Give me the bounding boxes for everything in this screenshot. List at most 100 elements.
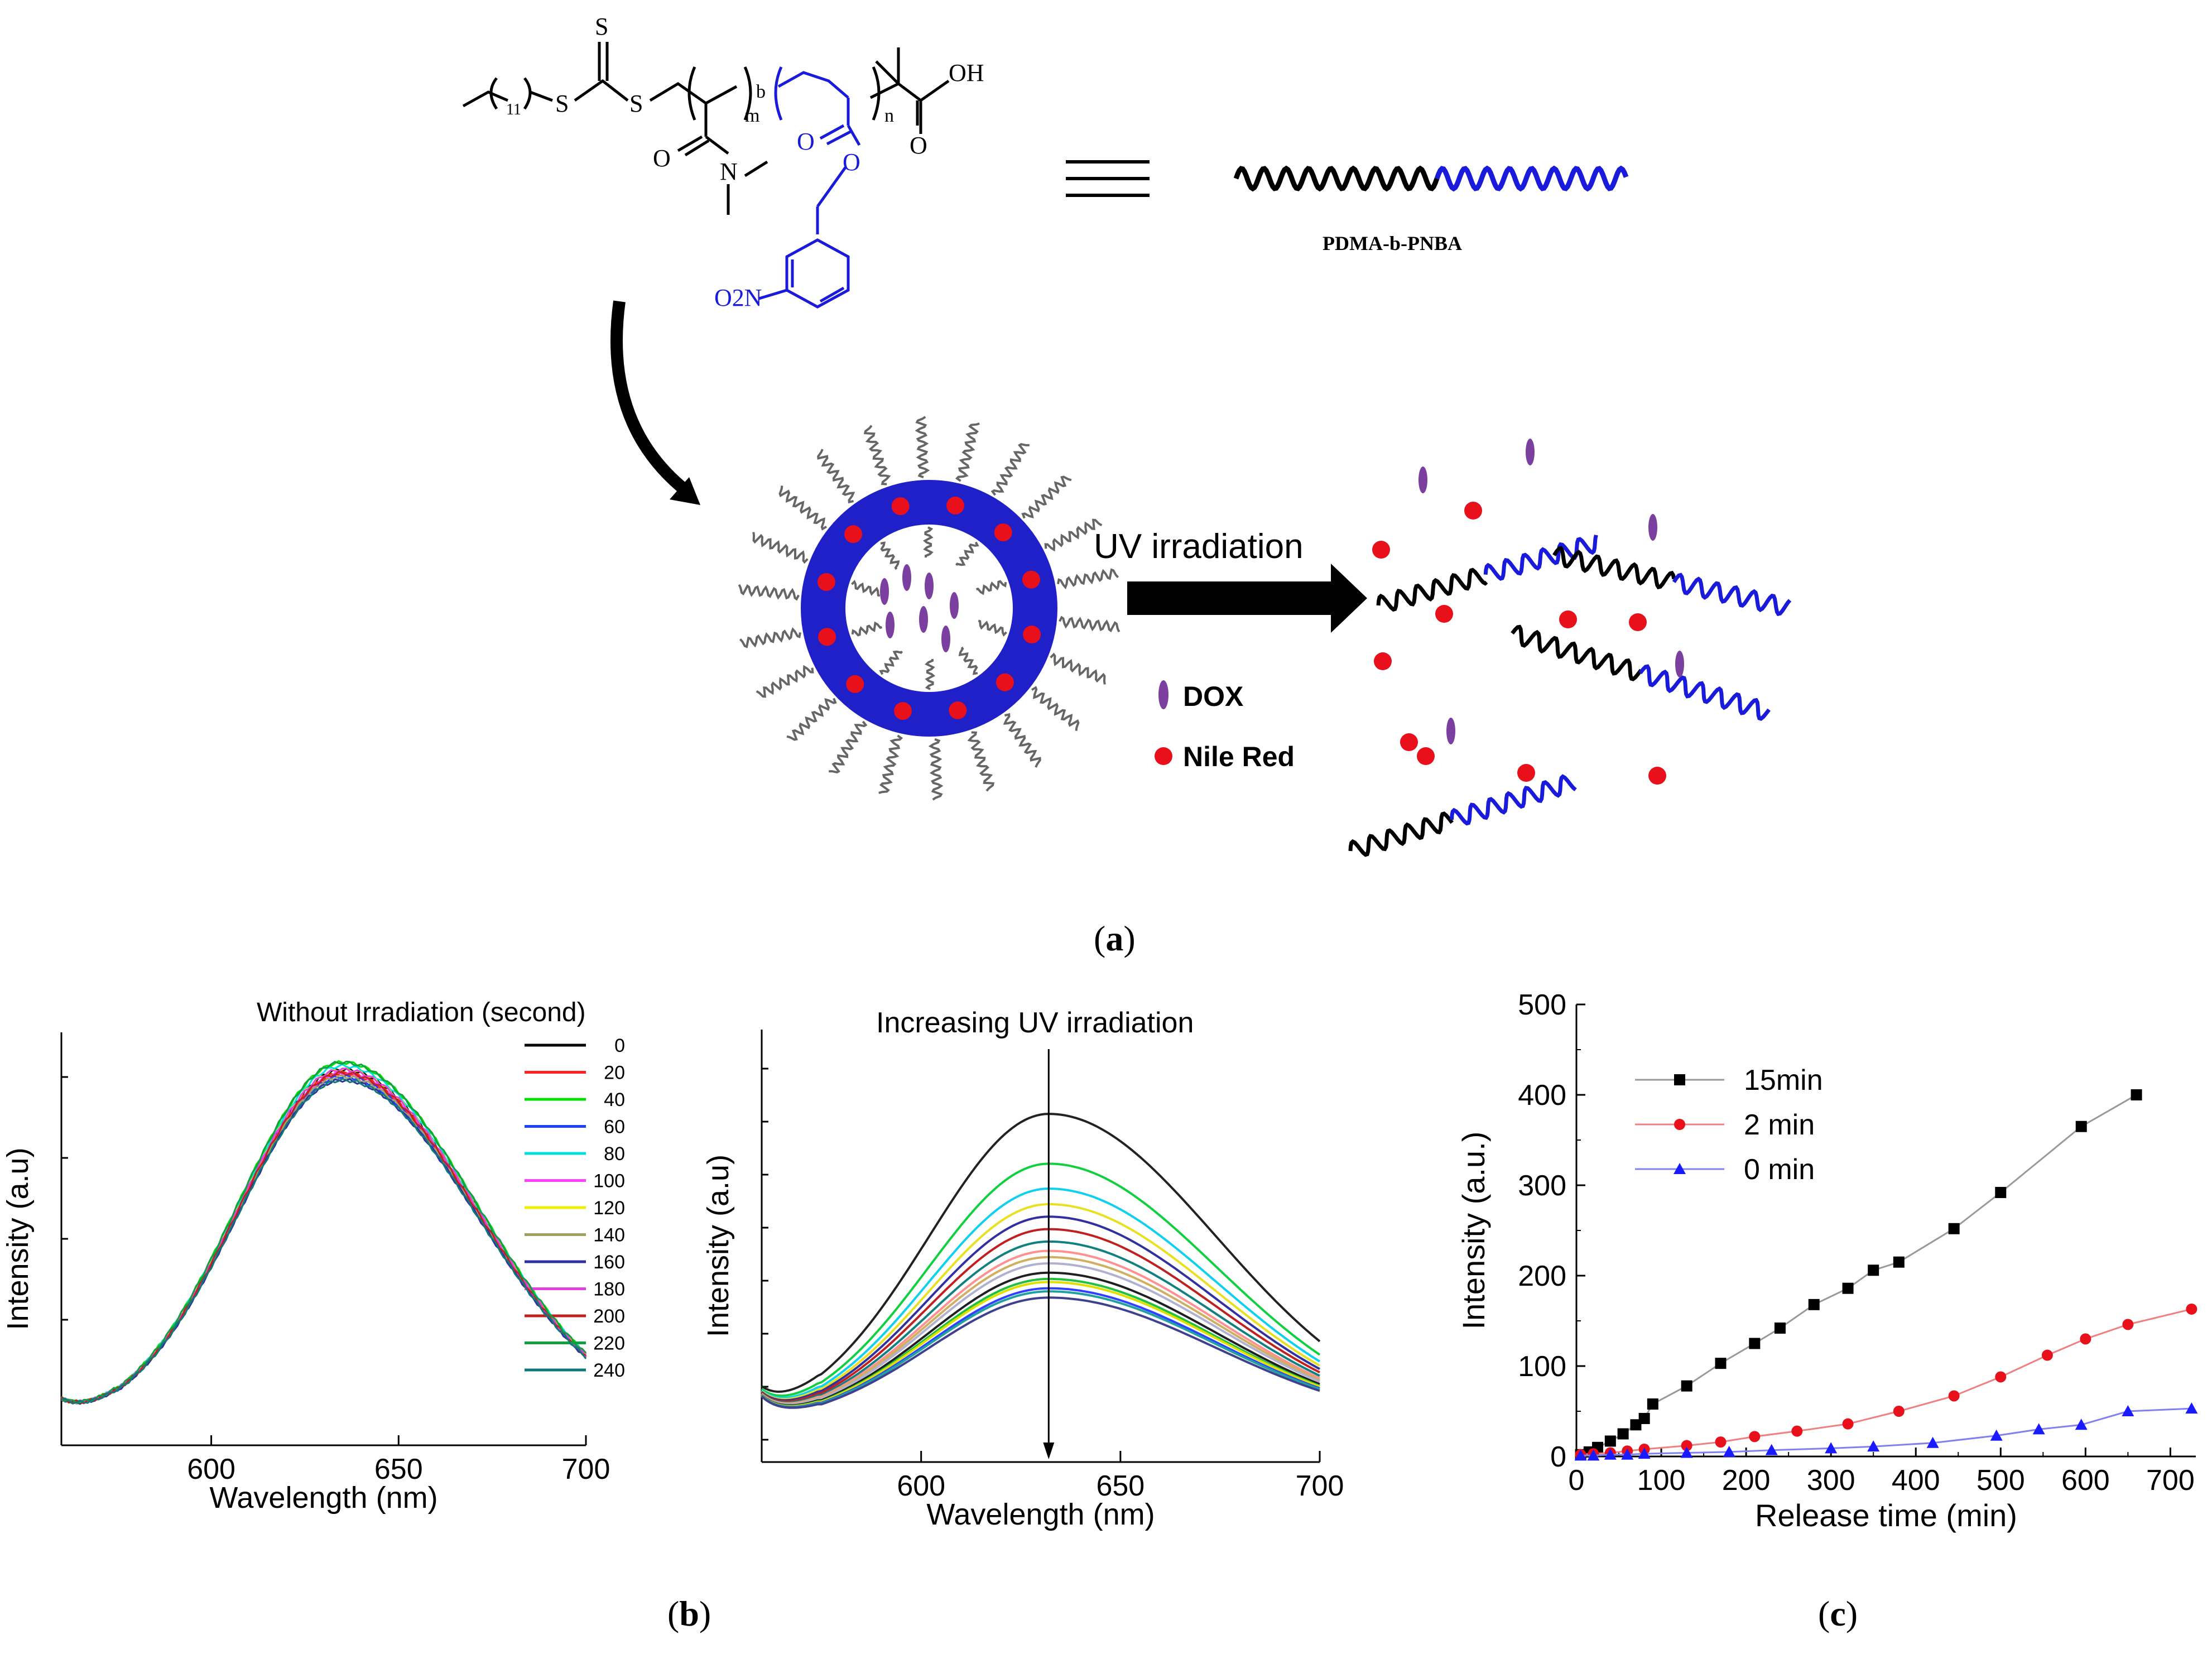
uv-spectrum-line bbox=[761, 1262, 1320, 1406]
core-chain bbox=[922, 526, 934, 558]
panel-b-label: (b) bbox=[667, 1594, 711, 1633]
released-nile-red bbox=[1559, 610, 1577, 628]
x-tick-label: 600 bbox=[897, 1470, 945, 1502]
corona-chain bbox=[778, 485, 827, 531]
trend-arrow-head bbox=[1043, 1443, 1055, 1459]
uv-arrow-shaft bbox=[1127, 581, 1334, 615]
data-point bbox=[2122, 1405, 2134, 1416]
spectrum-line-80 bbox=[61, 1063, 587, 1404]
core-chain bbox=[978, 619, 1007, 637]
chart-title: Increasing UV irradiation bbox=[876, 1007, 1194, 1039]
spectrum-line-180 bbox=[61, 1068, 587, 1404]
spectrum-line-120 bbox=[61, 1067, 587, 1405]
x-tick-label: 700 bbox=[2146, 1464, 2195, 1497]
atom-S1: S bbox=[555, 90, 569, 117]
x-tick-label: 700 bbox=[562, 1453, 610, 1485]
legend-label-0: 15min bbox=[1744, 1064, 1823, 1097]
core-chain bbox=[925, 658, 936, 690]
legend-label-220: 220 bbox=[593, 1333, 625, 1354]
dox-molecule bbox=[950, 592, 959, 619]
nile-red-dot bbox=[1022, 570, 1040, 589]
uv-spectrum-line bbox=[761, 1240, 1320, 1404]
legend-label-200: 200 bbox=[593, 1306, 625, 1327]
data-point bbox=[2075, 1121, 2087, 1132]
data-point bbox=[2185, 1402, 2198, 1414]
data-point bbox=[1715, 1358, 1727, 1369]
data-point bbox=[1630, 1419, 1642, 1431]
curved-arrow bbox=[610, 300, 690, 496]
data-point bbox=[1715, 1436, 1727, 1448]
dox-molecule bbox=[902, 564, 911, 591]
legend-nile-symbol bbox=[1155, 747, 1172, 765]
atom-N: N bbox=[720, 158, 738, 185]
released-pnba-block bbox=[1483, 535, 1598, 581]
data-point bbox=[1749, 1431, 1761, 1443]
spectrum-line-240 bbox=[61, 1078, 587, 1405]
data-point bbox=[1893, 1256, 1905, 1268]
corona-chain bbox=[752, 532, 809, 564]
corona-chain bbox=[829, 720, 868, 774]
corona-chain bbox=[955, 422, 980, 482]
nile-red-dot bbox=[817, 573, 835, 591]
core-chain bbox=[851, 579, 881, 597]
dox-molecule bbox=[880, 578, 889, 605]
nile-red-dot bbox=[846, 675, 864, 693]
uv-arrow-head bbox=[1331, 564, 1367, 633]
corona-chain bbox=[1059, 616, 1121, 633]
corona-chain bbox=[1003, 713, 1041, 768]
legend-label-180: 180 bbox=[593, 1279, 625, 1300]
x-axis-label: Wavelength (nm) bbox=[209, 1481, 437, 1514]
dox-molecule bbox=[941, 626, 950, 652]
released-nile-red bbox=[1629, 613, 1647, 631]
x-tick-label: 200 bbox=[1722, 1464, 1771, 1497]
atom-O1: O bbox=[653, 145, 671, 172]
sub-m: m bbox=[745, 105, 759, 126]
atom-O4: O bbox=[910, 132, 927, 159]
data-point bbox=[2080, 1333, 2091, 1345]
y-axis-label: Intensity (a.u) bbox=[1, 1147, 35, 1330]
core-chain bbox=[880, 541, 900, 570]
spectrum-line-160 bbox=[60, 1078, 586, 1405]
dox-molecule bbox=[886, 612, 895, 638]
corona-chain bbox=[915, 416, 930, 479]
x-axis-label: Release time (min) bbox=[1755, 1498, 2017, 1533]
legend-nile-label: Nile Red bbox=[1183, 741, 1295, 772]
released-nile-red bbox=[1648, 767, 1666, 785]
x-tick-label: 700 bbox=[1296, 1470, 1344, 1502]
uv-spectrum-line bbox=[761, 1187, 1321, 1399]
data-point bbox=[1638, 1412, 1650, 1424]
nile-red-dot bbox=[891, 497, 910, 516]
data-point bbox=[1791, 1425, 1803, 1437]
end-group-bonds bbox=[869, 47, 950, 134]
corona-chain bbox=[1050, 652, 1106, 685]
core-chain bbox=[958, 646, 978, 675]
y-tick-label: 200 bbox=[1518, 1260, 1566, 1292]
data-point bbox=[1868, 1264, 1879, 1276]
data-point bbox=[1842, 1282, 1854, 1294]
released-chains bbox=[1348, 439, 1792, 857]
nile-red-dot bbox=[844, 525, 863, 544]
data-point bbox=[1617, 1428, 1629, 1440]
x-tick-label: 500 bbox=[1977, 1464, 2025, 1497]
corona-chain bbox=[738, 584, 800, 601]
panel-a-label: (a) bbox=[1094, 919, 1136, 958]
data-point bbox=[1680, 1446, 1693, 1458]
y-tick-label: 400 bbox=[1518, 1079, 1566, 1112]
atom-O2: O bbox=[797, 128, 815, 155]
atom-O3: O bbox=[843, 148, 860, 176]
corona-chain bbox=[756, 665, 814, 698]
data-point bbox=[2122, 1319, 2134, 1330]
data-point bbox=[1990, 1429, 2003, 1441]
data-point bbox=[1808, 1299, 1820, 1310]
uv-spectrum-line bbox=[761, 1281, 1320, 1408]
released-nile-red bbox=[1464, 502, 1482, 520]
released-pnba-block bbox=[1672, 573, 1792, 617]
core-chain bbox=[975, 580, 1007, 595]
x-tick-label: 600 bbox=[187, 1453, 235, 1485]
data-point bbox=[1604, 1435, 1616, 1447]
released-dox bbox=[1675, 651, 1684, 677]
nile-red-dot bbox=[949, 701, 967, 719]
data-point bbox=[1574, 1449, 1587, 1461]
nile-red-dot bbox=[818, 628, 836, 646]
